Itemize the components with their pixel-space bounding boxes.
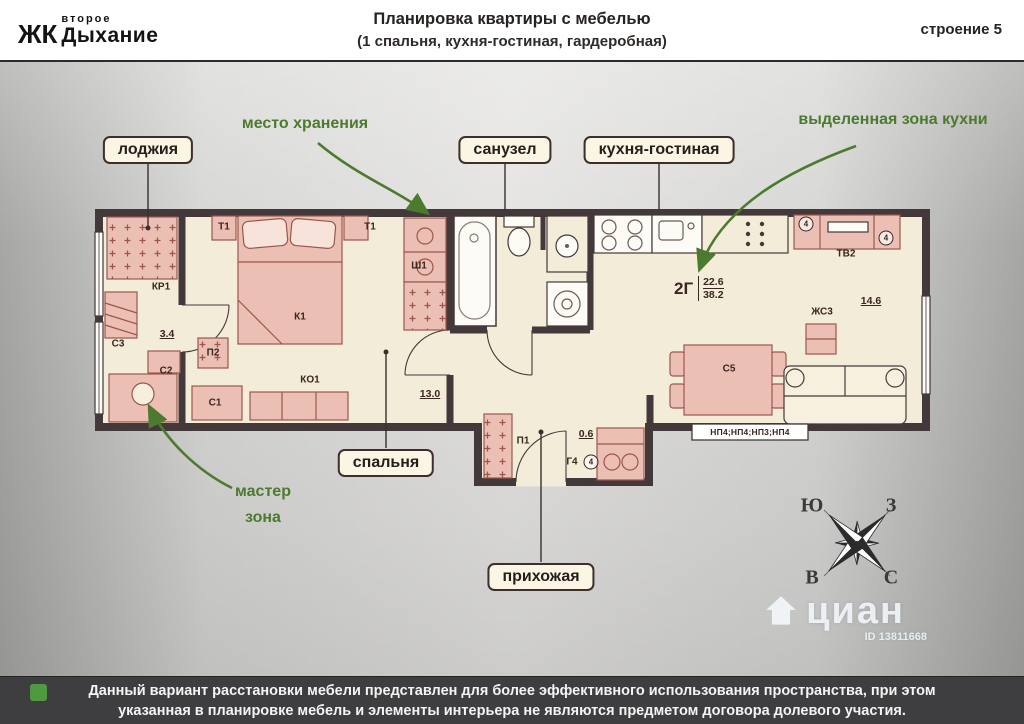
callout-hallway: прихожая bbox=[487, 563, 595, 591]
label-kr1: КР1 bbox=[151, 281, 171, 293]
compass-rose bbox=[822, 508, 892, 578]
loggia-shelf-s3 bbox=[104, 291, 138, 339]
label-k1: К1 bbox=[294, 311, 306, 323]
label-s3: С3 bbox=[111, 338, 125, 350]
bathroom-sink bbox=[546, 215, 589, 273]
sofa bbox=[783, 365, 907, 425]
label-s1: С1 bbox=[208, 397, 222, 409]
marker-circled-4-g4: 4 bbox=[583, 454, 599, 470]
room-2g-code: 2Г bbox=[674, 278, 694, 298]
loggia-desk bbox=[108, 373, 178, 423]
watermark-id: ID 13811668 bbox=[864, 631, 927, 643]
footer-green-marker bbox=[30, 684, 47, 701]
brand-logo: ЖК второе Дыхание bbox=[18, 13, 159, 49]
compass-north: С bbox=[883, 566, 899, 589]
nightstand-t1-right bbox=[343, 215, 369, 241]
label-t1-right: Т1 bbox=[364, 221, 376, 233]
label-area-living: 14.6 bbox=[860, 295, 882, 307]
room-2g-total-area: 38.2 bbox=[703, 288, 724, 302]
washing-machine bbox=[546, 281, 589, 327]
dining-set-s5 bbox=[669, 344, 787, 416]
room-2g-living-area: 22.6 bbox=[703, 276, 724, 288]
disclaimer-line1: Данный вариант расстановки мебели предст… bbox=[88, 682, 936, 699]
annotation-arrows bbox=[147, 142, 857, 490]
marker-circled-4-right: 4 bbox=[878, 230, 894, 246]
loggia-cabinet-kr1 bbox=[106, 216, 178, 280]
coffee-table-zhs3 bbox=[805, 323, 837, 355]
label-p2: П2 bbox=[206, 347, 220, 359]
footer-disclaimer: Данный вариант расстановки мебели предст… bbox=[0, 676, 1024, 724]
toilet bbox=[503, 215, 535, 257]
room-2g-tag: 2Г 22.6 38.2 bbox=[674, 276, 724, 302]
label-np-panels: НП4;НП4;НП3;НП4 bbox=[710, 427, 790, 437]
header: ЖК второе Дыхание Планировка квартиры с … bbox=[0, 0, 1024, 62]
label-ko1: КО1 bbox=[300, 374, 320, 386]
compass-east: В bbox=[805, 566, 819, 589]
label-sh1: Ш1 bbox=[411, 260, 427, 272]
loggia-furniture bbox=[104, 216, 181, 423]
bathtub bbox=[453, 215, 497, 327]
hallway-furniture bbox=[483, 413, 645, 481]
building-label: строение 5 bbox=[920, 21, 1003, 38]
label-g4: Г4 bbox=[566, 456, 578, 468]
kitchen-sink bbox=[651, 214, 703, 254]
kitchen-zone-arrow bbox=[696, 144, 857, 273]
dresser-s1 bbox=[191, 385, 243, 421]
dresser-ko1 bbox=[249, 391, 349, 421]
label-s2: С2 bbox=[159, 365, 173, 377]
master-zone-arrow bbox=[147, 403, 233, 490]
nightstand-t1-left bbox=[211, 215, 237, 241]
label-zhs3: ЖС3 bbox=[811, 306, 833, 318]
entry-closet-g4 bbox=[596, 427, 645, 481]
note-kitchen-zone: выделенная зона кухни bbox=[798, 111, 988, 128]
door-swings bbox=[181, 304, 567, 483]
page-title: Планировка квартиры с мебелью bbox=[373, 10, 651, 28]
np-panels-box bbox=[691, 423, 809, 441]
label-area-loggia: 3.4 bbox=[159, 328, 175, 340]
callout-lines bbox=[145, 164, 660, 562]
bed-k1 bbox=[237, 215, 343, 345]
disclaimer-line2: указанная в планировке мебель и элементы… bbox=[118, 702, 906, 719]
label-area-hall-closet: 0.6 bbox=[578, 428, 594, 440]
compass-south: Ю bbox=[800, 494, 824, 517]
callout-bedroom: спальня bbox=[337, 449, 435, 477]
wardrobe-sh1 bbox=[403, 217, 447, 331]
stove bbox=[593, 214, 653, 254]
logo-prefix: ЖК bbox=[18, 18, 58, 49]
cabinet-p2 bbox=[197, 337, 229, 369]
callout-loggia: лоджия bbox=[102, 136, 194, 164]
bedroom-furniture bbox=[191, 215, 447, 421]
hall-bench-p1 bbox=[483, 413, 513, 479]
kitchen-counter bbox=[701, 214, 789, 254]
windows bbox=[94, 231, 931, 415]
watermark-brand: циан bbox=[806, 590, 905, 632]
label-p1: П1 bbox=[516, 435, 530, 447]
logo-word-top: второе bbox=[61, 13, 112, 25]
label-area-bedroom: 13.0 bbox=[419, 388, 441, 400]
logo-word-bottom: Дыхание bbox=[61, 24, 159, 47]
note-master-line1: мастер bbox=[235, 483, 291, 500]
loggia-table-s2 bbox=[147, 350, 181, 374]
label-s5: С5 bbox=[722, 363, 736, 375]
storage-arrow bbox=[317, 142, 431, 216]
living-furniture bbox=[669, 323, 907, 441]
callout-kitchen-living: кухня-гостиная bbox=[583, 136, 735, 164]
interior-walls bbox=[178, 213, 654, 427]
note-master-line2: зона bbox=[245, 509, 281, 526]
marker-circled-4-left: 4 bbox=[798, 216, 814, 232]
callout-bathroom: санузел bbox=[458, 136, 552, 164]
note-storage: место хранения bbox=[241, 115, 369, 132]
kitchen-appliances bbox=[593, 214, 901, 254]
bathroom-fixtures bbox=[453, 215, 589, 327]
compass-west: З bbox=[885, 494, 897, 517]
page-subtitle: (1 спальня, кухня-гостиная, гардеробная) bbox=[357, 33, 667, 50]
cian-house-icon bbox=[766, 596, 796, 625]
cian-watermark: циан ID 13811668 bbox=[742, 592, 927, 643]
label-tv2: ТВ2 bbox=[836, 248, 856, 260]
label-t1-left: Т1 bbox=[218, 221, 230, 233]
